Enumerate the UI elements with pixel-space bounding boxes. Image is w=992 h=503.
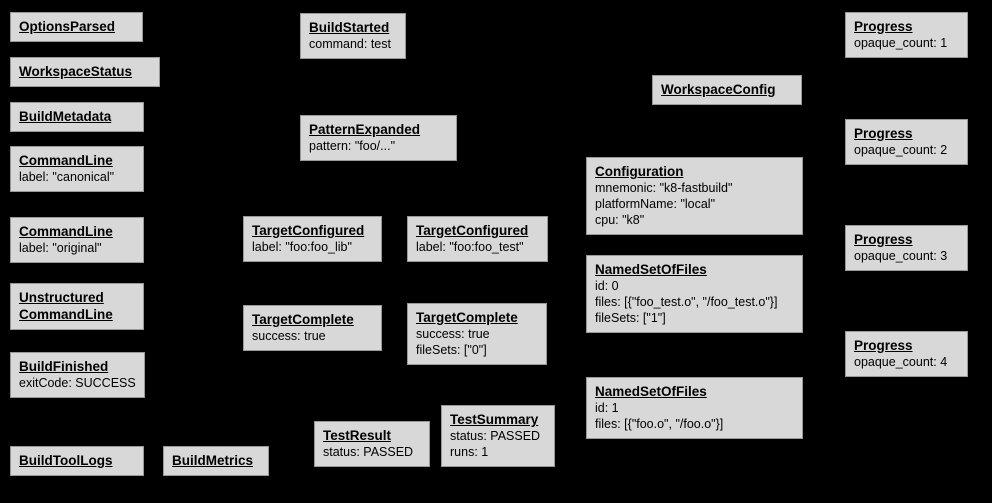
event-node-buildmetadata: BuildMetadata xyxy=(10,102,144,132)
event-node-namedsetoffiles-1: NamedSetOfFiles id: 1 files: [{"foo.o", "/… xyxy=(586,377,803,439)
event-node-title: Unstructured CommandLine xyxy=(19,290,113,322)
event-node-title: Configuration xyxy=(595,164,684,179)
event-node-field: label: "canonical" xyxy=(19,170,115,184)
event-node-buildtoollogs: BuildToolLogs xyxy=(10,446,144,476)
event-node-field: status: PASSED xyxy=(450,429,541,443)
event-node-field: opaque_count: 1 xyxy=(854,36,948,50)
event-node-configuration: Configuration mnemonic: "k8-fastbuild" pla… xyxy=(586,157,803,235)
event-node-title: BuildToolLogs xyxy=(19,453,113,468)
event-node-field: opaque_count: 4 xyxy=(854,355,948,369)
event-node-title: CommandLine xyxy=(19,153,113,168)
event-node-buildstarted: BuildStarted command: test xyxy=(300,13,406,59)
event-node-field: label: "original" xyxy=(19,241,102,255)
event-node-field: label: "foo:foo_test" xyxy=(416,240,524,254)
event-node-field: cpu: "k8" xyxy=(595,213,645,227)
event-node-title: TargetComplete xyxy=(416,310,518,325)
event-node-field: success: true xyxy=(416,327,490,341)
event-node-testresult: TestResult status: PASSED xyxy=(314,421,430,467)
event-node-title: Progress xyxy=(854,232,913,247)
event-node-patternexpanded: PatternExpanded pattern: "foo/..." xyxy=(300,115,457,161)
event-node-field: mnemonic: "k8-fastbuild" xyxy=(595,181,733,195)
event-node-targetconfigured-foo-test: TargetConfigured label: "foo:foo_test" xyxy=(407,216,548,262)
event-node-progress-3: Progress opaque_count: 3 xyxy=(845,225,968,271)
event-node-title: CommandLine xyxy=(19,224,113,239)
event-node-title: BuildMetadata xyxy=(19,109,112,124)
event-node-commandline-canonical: CommandLine label: "canonical" xyxy=(10,146,144,192)
event-node-field: success: true xyxy=(252,329,326,343)
event-node-targetconfigured-foo-lib: TargetConfigured label: "foo:foo_lib" xyxy=(243,216,382,262)
event-node-progress-2: Progress opaque_count: 2 xyxy=(845,119,968,165)
event-node-field: exitCode: SUCCESS xyxy=(19,376,136,390)
event-node-title: BuildStarted xyxy=(309,20,390,35)
event-node-field: command: test xyxy=(309,37,391,51)
event-node-title: TargetConfigured xyxy=(416,223,529,238)
event-node-buildfinished: BuildFinished exitCode: SUCCESS xyxy=(10,352,145,398)
event-node-title: PatternExpanded xyxy=(309,122,421,137)
event-node-field: fileSets: ["1"] xyxy=(595,311,666,325)
event-node-workspaceconfig: WorkspaceConfig xyxy=(652,75,802,105)
event-node-field: status: PASSED xyxy=(323,445,414,459)
event-node-title: Progress xyxy=(854,19,913,34)
event-node-progress-1: Progress opaque_count: 1 xyxy=(845,12,968,58)
event-node-title: NamedSetOfFiles xyxy=(595,384,707,399)
event-node-title: BuildFinished xyxy=(19,359,109,374)
event-node-field: runs: 1 xyxy=(450,445,489,459)
event-node-buildmetrics: BuildMetrics xyxy=(163,446,269,476)
event-node-unstructuredcommandline: Unstructured CommandLine xyxy=(10,283,144,330)
event-node-field: fileSets: ["0"] xyxy=(416,343,487,357)
event-node-commandline-original: CommandLine label: "original" xyxy=(10,217,144,263)
event-node-field: files: [{"foo_test.o", "/foo_test.o"}] xyxy=(595,295,778,309)
event-node-title: Progress xyxy=(854,338,913,353)
event-node-title: WorkspaceConfig xyxy=(661,82,776,97)
event-node-targetcomplete-foo-lib: TargetComplete success: true xyxy=(243,305,382,351)
event-node-field: opaque_count: 2 xyxy=(854,143,948,157)
event-node-testsummary: TestSummary status: PASSED runs: 1 xyxy=(441,405,555,467)
event-node-workspacestatus: WorkspaceStatus xyxy=(10,57,160,87)
event-node-field: opaque_count: 3 xyxy=(854,249,948,263)
event-node-field: id: 0 xyxy=(595,279,619,293)
event-node-field: files: [{"foo.o", "/foo.o"}] xyxy=(595,417,724,431)
event-node-title: WorkspaceStatus xyxy=(19,64,133,79)
event-node-targetcomplete-foo-test: TargetComplete success: true fileSets: ["0… xyxy=(407,303,547,365)
event-node-title: OptionsParsed xyxy=(19,19,116,34)
event-node-field: pattern: "foo/..." xyxy=(309,139,396,153)
event-node-title: BuildMetrics xyxy=(172,453,254,468)
event-node-field: label: "foo:foo_lib" xyxy=(252,240,352,254)
event-node-optionsparsed: OptionsParsed xyxy=(10,12,143,42)
event-node-field: platformName: "local" xyxy=(595,197,716,211)
event-node-title: NamedSetOfFiles xyxy=(595,262,707,277)
event-node-progress-4: Progress opaque_count: 4 xyxy=(845,331,968,377)
event-node-namedsetoffiles-0: NamedSetOfFiles id: 0 files: [{"foo_test.o… xyxy=(586,255,803,333)
event-node-title: TargetConfigured xyxy=(252,223,365,238)
event-node-field: id: 1 xyxy=(595,401,619,415)
event-node-title: Progress xyxy=(854,126,913,141)
event-node-title: TestSummary xyxy=(450,412,539,427)
event-node-title: TestResult xyxy=(323,428,392,443)
event-node-title: TargetComplete xyxy=(252,312,354,327)
